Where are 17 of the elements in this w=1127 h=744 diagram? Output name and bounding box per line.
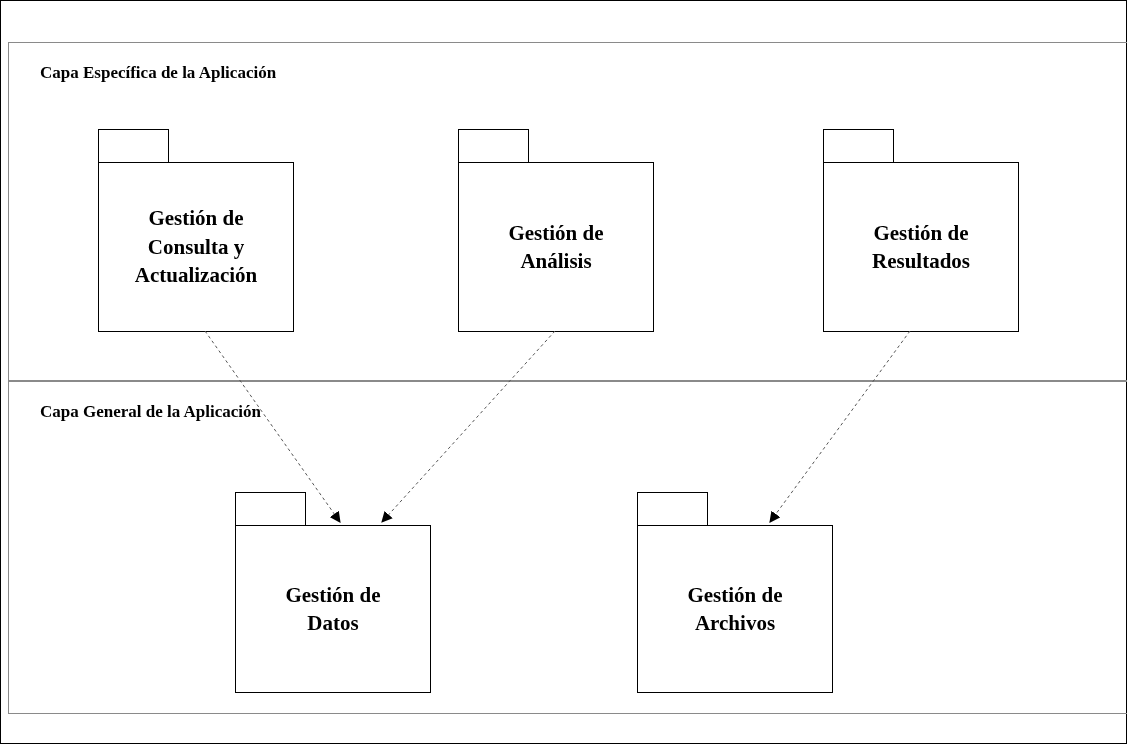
package-symbol — [98, 129, 294, 332]
package-symbol — [458, 129, 654, 332]
dependency-arrow — [381, 330, 556, 523]
package-symbol — [823, 129, 1019, 332]
layer-title: Capa General de la Aplicación — [40, 402, 261, 422]
dependency-arrow — [204, 330, 341, 523]
layer-band — [8, 381, 1127, 714]
package-name: Gestión de Resultados — [871, 219, 971, 275]
package-symbol — [637, 492, 833, 693]
package-symbol — [235, 492, 431, 693]
package-name: Gestión de Consulta y Actualización — [133, 205, 259, 290]
dependency-arrow — [769, 330, 911, 523]
package-name: Gestión de Análisis — [507, 219, 605, 275]
package-name: Gestión de Archivos — [686, 581, 784, 637]
package-name: Gestión de Datos — [284, 581, 382, 637]
layer-band — [8, 42, 1127, 381]
layer-title: Capa Específica de la Aplicación — [40, 63, 277, 83]
